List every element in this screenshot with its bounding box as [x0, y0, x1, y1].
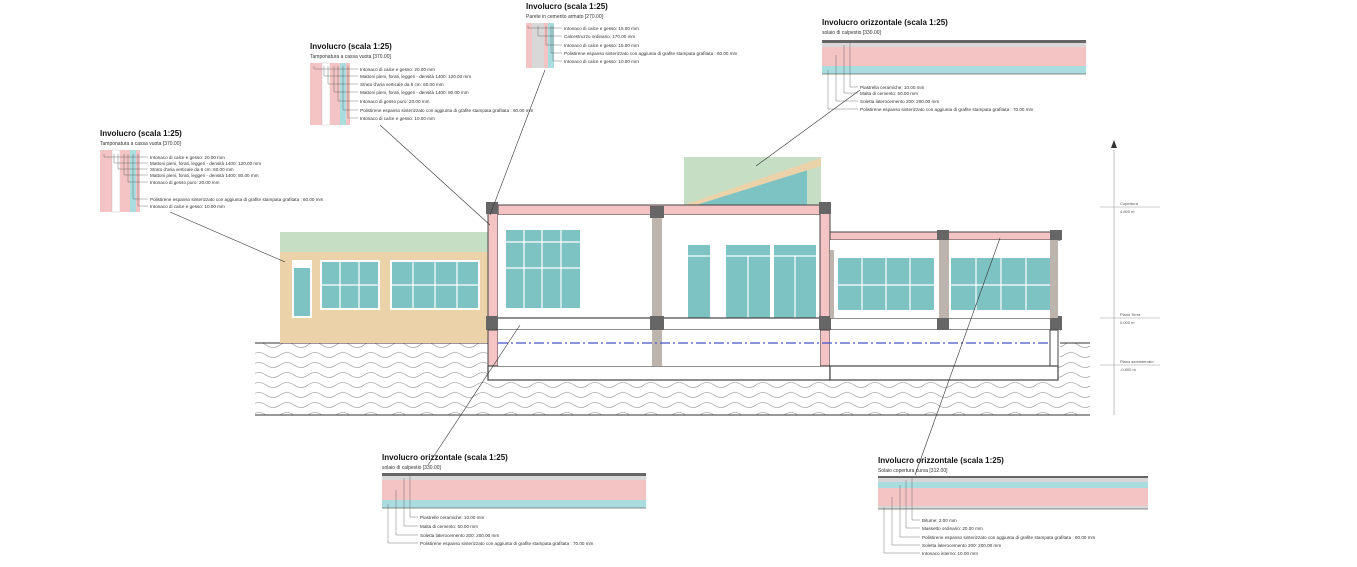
- layer-label: Piastrelle ceramiche: 10.00 mm: [420, 515, 485, 520]
- layer-label: Calcestruzzo ordinario: 170.00 mm: [564, 34, 635, 39]
- panel-subtitle: Tamponatura a cassa vuota [370.00]: [100, 141, 181, 147]
- panel-subtitle: solaio di calpestio [330.00]: [822, 30, 882, 36]
- layer-label: Intonaco interno: 10.00 mm: [922, 551, 978, 556]
- panel-title: Involucro orizzontale (scala 1:25): [822, 18, 948, 27]
- level-value: -0.800 m: [1120, 367, 1136, 372]
- layer-label: Polistirene espanso sinterizzato con agg…: [420, 541, 594, 546]
- layer-label: Polistirene espanso sinterizzato con agg…: [922, 535, 1096, 540]
- layer-label: Massetto ordinario: 20.00 mm: [922, 526, 983, 531]
- panel-title: Involucro (scala 1:25): [310, 42, 392, 51]
- layer-label: Intonaco di calce e gesso: 10.00 mm: [360, 116, 435, 121]
- level-value: 4.800 m: [1120, 209, 1135, 214]
- leader-lines: [169, 69, 1001, 476]
- level-markers: Copertura 4.800 m Piano Terra 0.000 m Pi…: [1100, 140, 1160, 415]
- panel-subtitle: Tamponatura a cassa vuota [370.00]: [310, 54, 391, 60]
- layer-label: Soletta laterocemento 200: 200.00 mm: [420, 533, 499, 538]
- layer-label: Piastrella ceramiche: 10.00 mm: [860, 85, 925, 90]
- layer-label: Intonaco di calce e gesso: 10.00 mm: [150, 204, 225, 209]
- layer-label: Intonaco di calce e gesso: 20.00 mm: [360, 67, 435, 72]
- level-value: 0.000 m: [1120, 320, 1135, 325]
- north-arrow-icon: [1111, 140, 1117, 148]
- right-wing: [829, 230, 1062, 381]
- layer-label: Intonaco di gesso puro: 20.00 mm: [360, 99, 430, 104]
- layer-label: Polistirene espanso sinterizzato con agg…: [564, 51, 738, 56]
- layer-label: Mattoni pieni, forati, leggeri - densità…: [150, 161, 261, 166]
- level-name: Piano seminterrato: [1120, 359, 1154, 364]
- panel-title: Involucro orizzontale (scala 1:25): [382, 453, 508, 462]
- detail-panel-wall-mid: Involucro (scala 1:25) Tamponatura a cas…: [310, 42, 534, 126]
- layer-label: Bitume: 2.00 mm: [922, 518, 957, 523]
- detail-panel-floor-bottom: Involucro orizzontale (scala 1:25) solai…: [382, 453, 646, 546]
- panel-title: Involucro (scala 1:25): [100, 129, 182, 138]
- layer-label: Strato d'aria verticale da 6 cm: 60.00 m…: [360, 82, 444, 87]
- roof-skylight: [684, 157, 821, 205]
- panel-title: Involucro orizzontale (scala 1:25): [878, 456, 1004, 465]
- layer-label: Intonaco di gesso puro: 20.00 mm: [150, 180, 220, 185]
- panel-title: Involucro (scala 1:25): [526, 2, 608, 11]
- panel-subtitle: solaio di calpestio [330.00]: [382, 465, 442, 471]
- layer-label: Soletta laterocemento 200: 200.00 mm: [860, 99, 939, 104]
- layer-label: Intonaco di calce e gesso: 20.00 mm: [150, 155, 225, 160]
- layer-label: Polistirene espanso sinterizzato con agg…: [860, 107, 1034, 112]
- main-section: [486, 202, 1062, 381]
- left-wing: [280, 232, 488, 343]
- layer-label: Malta di cemento: 50.00 mm: [860, 91, 918, 96]
- layer-label: Polistirene espanso sinterizzato con agg…: [150, 197, 324, 202]
- layer-label: Mattoni pieni, forati, leggeri - densità…: [150, 173, 259, 178]
- level-name: Piano Terra: [1120, 312, 1141, 317]
- layer-label: Mattoni pieni, forati, leggeri - densità…: [360, 74, 471, 79]
- layer-label: Malta di cemento: 50.00 mm: [420, 524, 478, 529]
- detail-panel-roof-bottom-right: Involucro orizzontale (scala 1:25) Solai…: [878, 456, 1148, 556]
- layer-label: Intonaco di calce e gesso: 15.00 mm: [564, 26, 639, 31]
- panel-subtitle: Parete in cemento armato [270.00]: [526, 14, 604, 20]
- panel-subtitle: Solaio copertura curva [312.00]: [878, 468, 948, 474]
- detail-panel-wall-top: Involucro (scala 1:25) Parete in cemento…: [526, 2, 738, 68]
- layer-label: Intonaco di calce e gesso: 15.00 mm: [564, 43, 639, 48]
- level-name: Copertura: [1120, 201, 1139, 206]
- layer-label: Soletta laterocemento 200: 200.00 mm: [922, 543, 1001, 548]
- layer-label: Polistirene espanso sinterizzato con agg…: [360, 108, 534, 113]
- detail-panel-wall-left: Involucro (scala 1:25) Tamponatura a cas…: [100, 129, 324, 213]
- detail-panel-floor-top-right: Involucro orizzontale (scala 1:25) solai…: [822, 18, 1086, 112]
- layer-label: Strato d'aria verticale da 6 cm: 60.00 m…: [150, 167, 234, 172]
- layer-label: Intonaco di calce e gesso: 10.00 mm: [564, 59, 639, 64]
- layer-label: Mattoni pieni, forati, leggeri - densità…: [360, 90, 469, 95]
